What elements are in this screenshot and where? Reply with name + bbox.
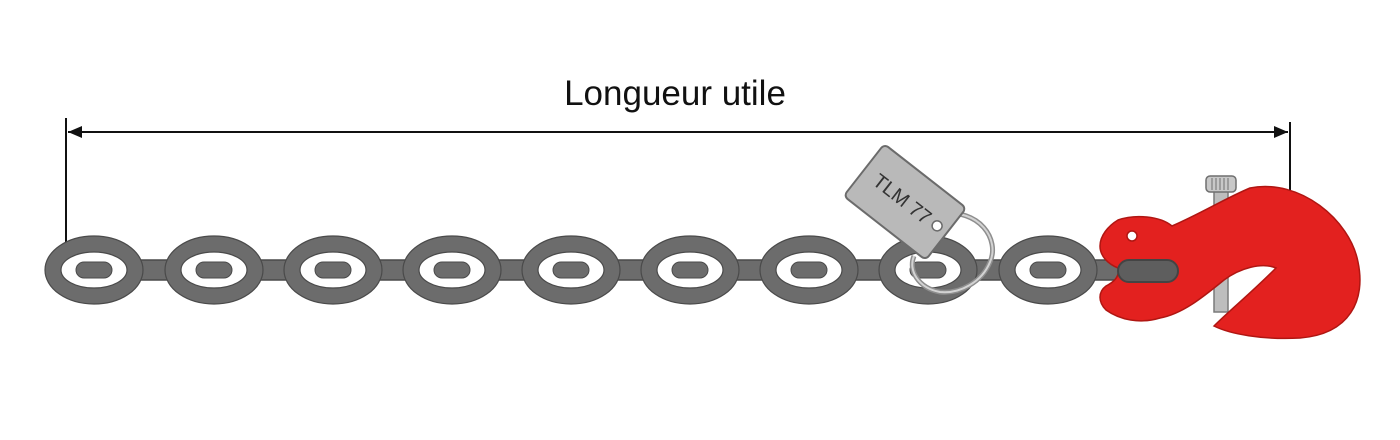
chain-link-outline: [44, 235, 144, 305]
hook-hole: [1126, 230, 1138, 242]
chain-link-icon: [284, 236, 382, 304]
chain-link-outline: [998, 235, 1098, 305]
chain-link-outline: [759, 235, 859, 305]
chain-link-through: [552, 261, 590, 279]
tag-wire-inner: [911, 212, 994, 294]
hook-icon: [1099, 175, 1361, 340]
hook-body: [1099, 185, 1361, 340]
chain-link-outline: [402, 235, 502, 305]
chain-link-outline: [283, 235, 383, 305]
chain-link-icon: [403, 236, 501, 304]
chain-link-through: [909, 261, 947, 279]
chain-link-through: [671, 261, 709, 279]
chain-link-through: [195, 261, 233, 279]
chain-link-through: [75, 261, 113, 279]
chain-link-through: [314, 261, 352, 279]
diagram-title: Longueur utile: [564, 74, 786, 113]
chain: [44, 235, 1152, 305]
chain-link-icon: [641, 236, 739, 304]
chain-link-icon: [760, 236, 858, 304]
hook-slot: [1117, 259, 1179, 283]
arrow-head-left: [68, 126, 82, 138]
chain-link-outline: [521, 235, 621, 305]
chain-link-outline: [164, 235, 264, 305]
chain-link-outline: [640, 235, 740, 305]
tag-hole: [931, 220, 943, 232]
chain-link-icon: [999, 236, 1097, 304]
chain-link-through: [433, 261, 471, 279]
chain-link-icon: [165, 236, 263, 304]
id-tag-icon: TLM 77: [844, 145, 996, 295]
chain-link-through: [790, 261, 828, 279]
hook-pin-head: [1205, 175, 1237, 193]
chain-link-through: [1029, 261, 1067, 279]
chain-link-icon: [522, 236, 620, 304]
chain-link-icon: [45, 236, 143, 304]
arrow-head-right: [1274, 126, 1288, 138]
